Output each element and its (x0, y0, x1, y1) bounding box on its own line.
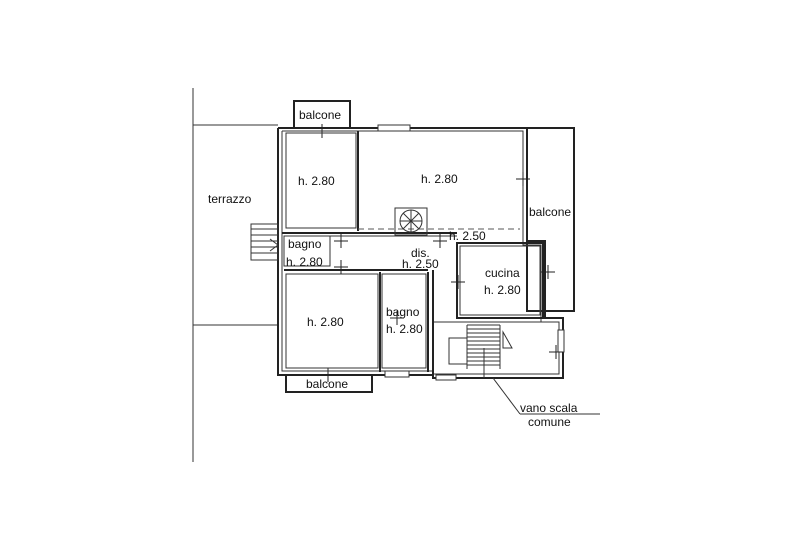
room-sw-height: h. 2.80 (307, 315, 344, 329)
cucina-height: h. 2.80 (484, 283, 521, 297)
common-stair (448, 324, 513, 378)
bagno-mid-height: h. 2.80 (386, 322, 423, 336)
terrace-outline (192, 88, 278, 462)
terrazzo-label: terrazzo (208, 192, 252, 206)
balcone-top-label: balcone (299, 108, 341, 122)
interior-walls (282, 131, 560, 378)
room-ne-height: h. 2.80 (421, 172, 458, 186)
stair-landing-height: h. 2.50 (449, 229, 486, 243)
left-steps (250, 223, 279, 261)
vano-scala-callout (492, 377, 600, 415)
cucina-name: cucina (485, 266, 520, 280)
bagno-mid-name: bagno (386, 305, 420, 319)
bagno-small-name: bagno (288, 237, 322, 251)
door-marks (334, 172, 563, 359)
bagno-small-height: h. 2.80 (286, 255, 323, 269)
balcone-bottom-label: balcone (306, 377, 348, 391)
dis-height: h. 2.50 (402, 257, 439, 271)
windows (377, 124, 565, 381)
vano-scala-line1: vano scala (520, 401, 578, 415)
spiral-stair (394, 207, 428, 236)
dis-name: dis. (411, 246, 430, 260)
balcone-right-label: balcone (529, 205, 571, 219)
vano-scala-line2: comune (528, 415, 571, 429)
room-nw-height: h. 2.80 (298, 174, 335, 188)
balcony-right (526, 127, 575, 312)
